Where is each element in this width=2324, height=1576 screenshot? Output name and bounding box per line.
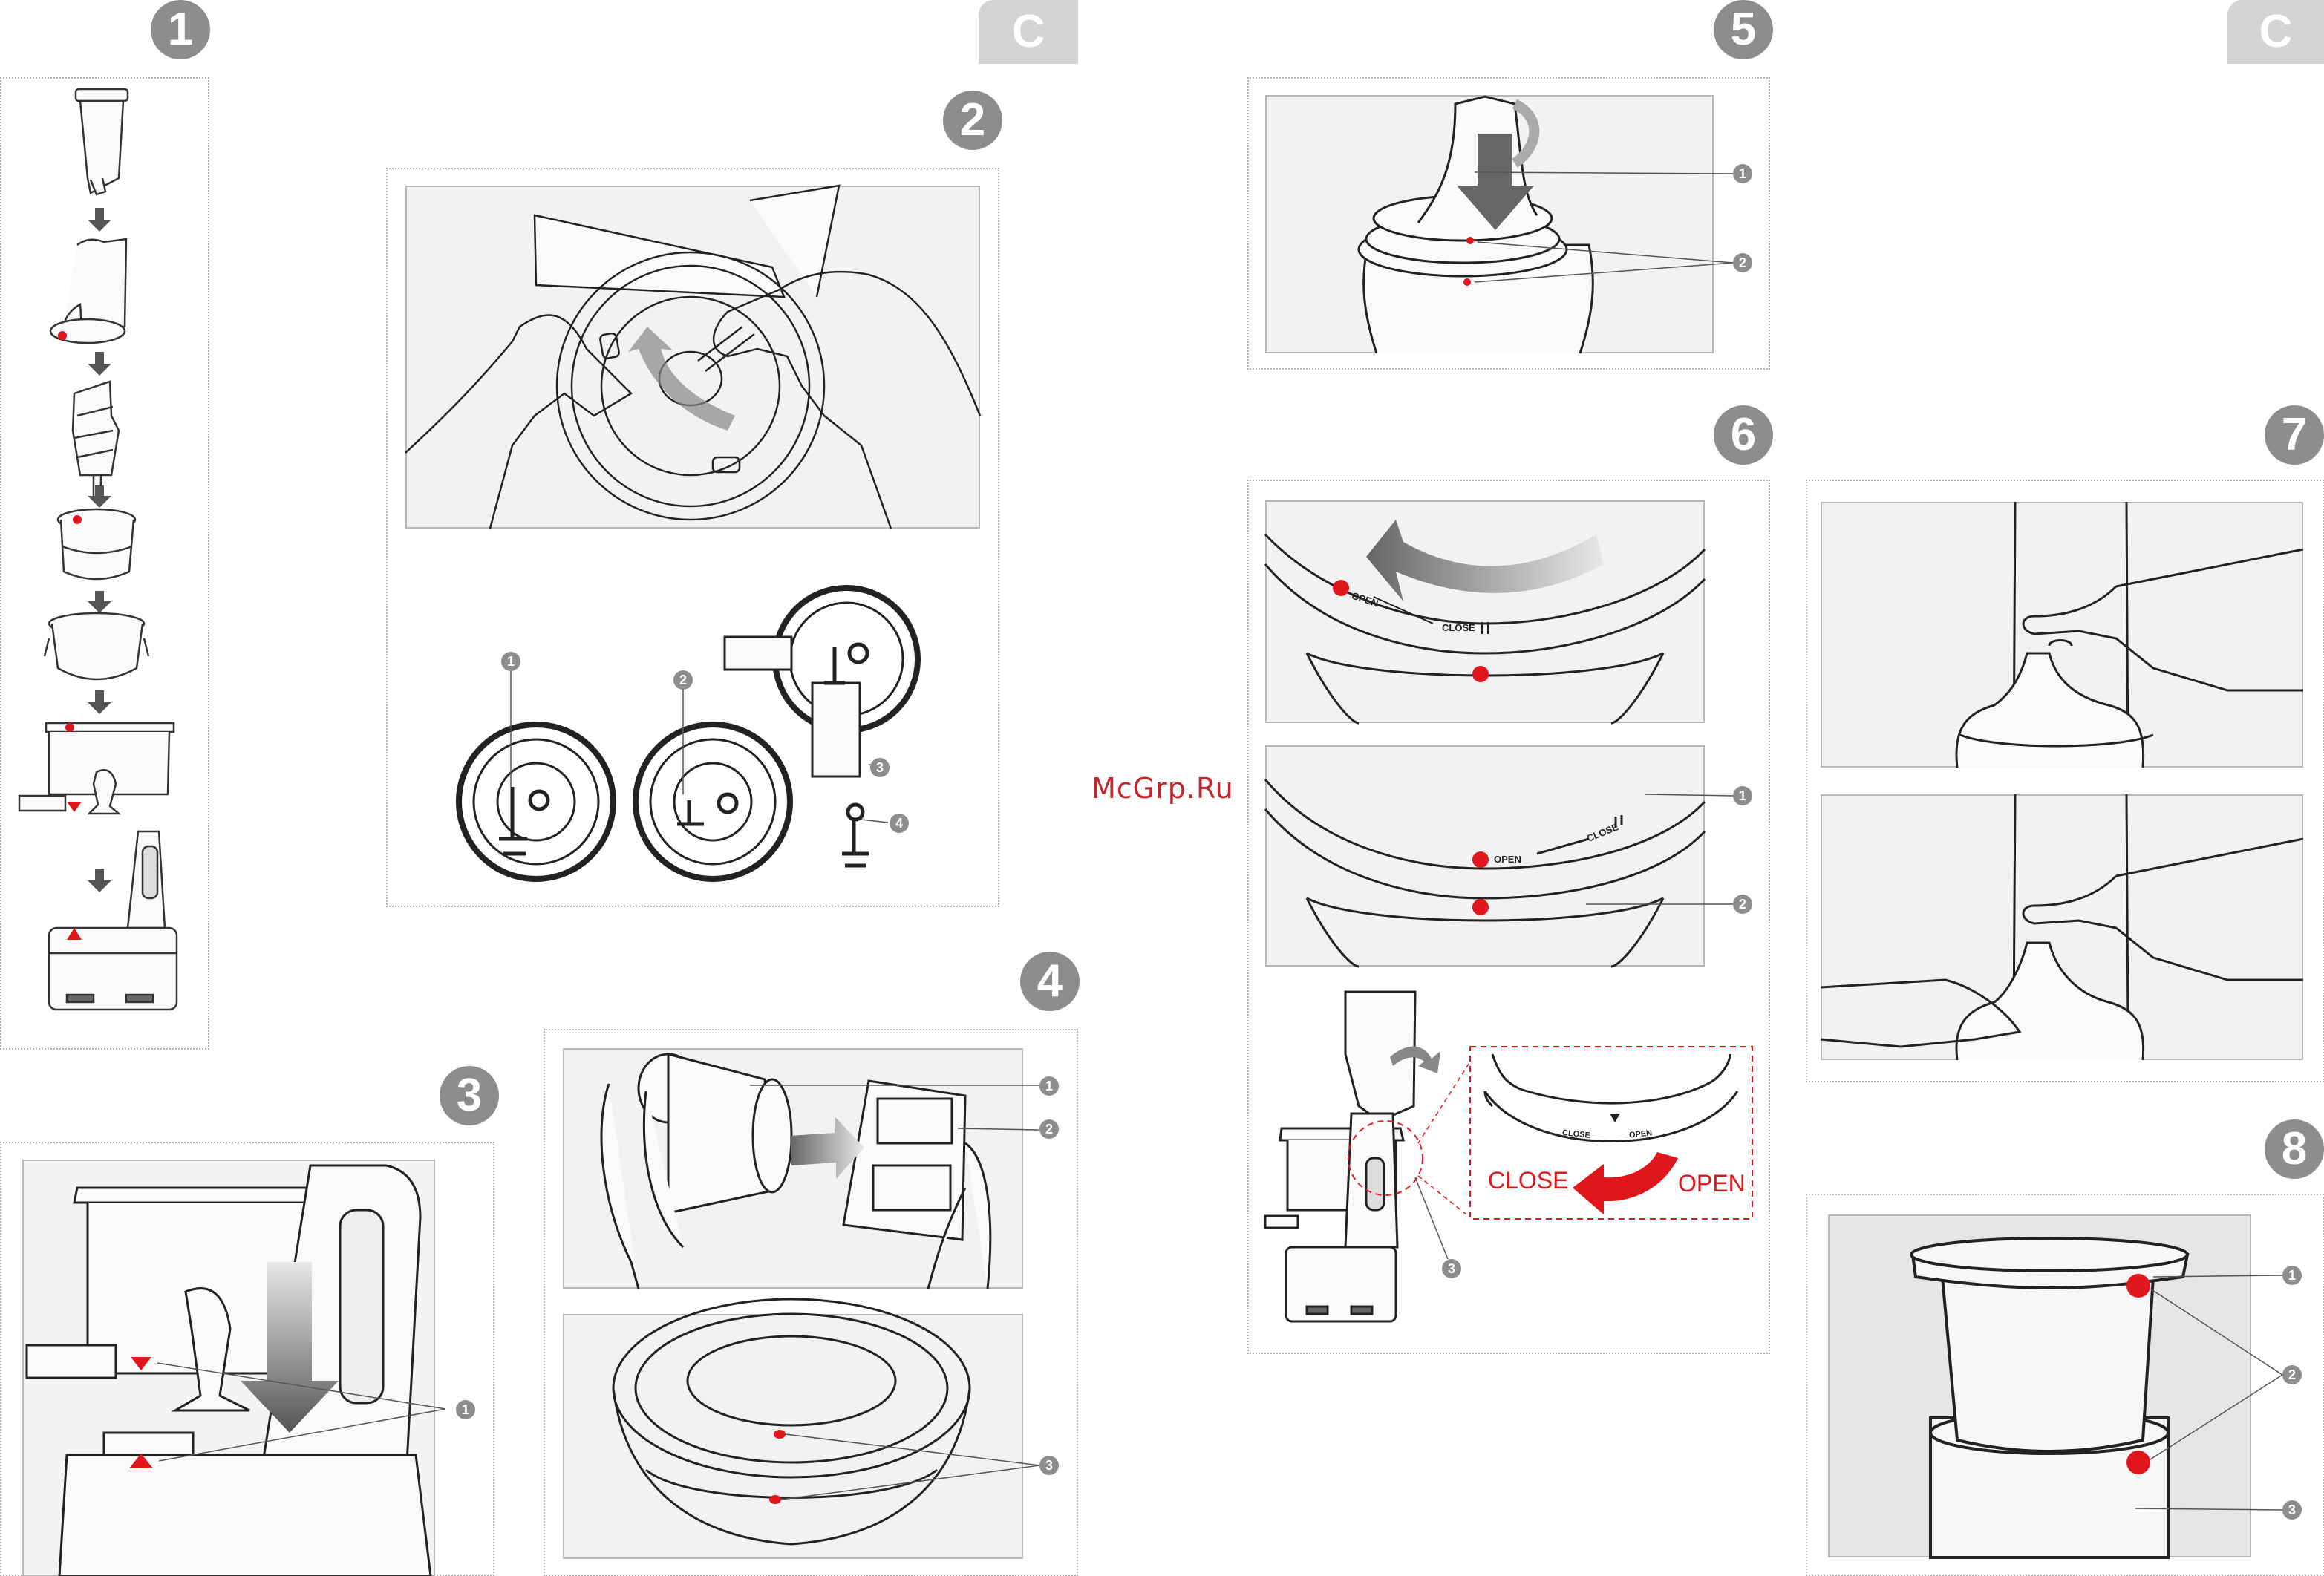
step-3-juicer <box>27 1165 431 1576</box>
step-8-callout-1: 1 <box>2282 1266 2302 1285</box>
step-2-callout-2: 2 <box>673 670 693 690</box>
step-3-callout-1: 1 <box>456 1400 475 1419</box>
step-2-lid-hands <box>405 186 980 529</box>
step-4-bowl <box>613 1299 970 1544</box>
step-6-dial <box>1485 1054 1737 1142</box>
step-4-strainer <box>601 1054 990 1289</box>
step-6-callout-2: 2 <box>1733 895 1752 914</box>
step-4-callout-2: 2 <box>1039 1119 1059 1139</box>
step-6-callout-3: 3 <box>1442 1259 1461 1278</box>
step-6-middle-bowl <box>1265 779 1705 967</box>
step-6-red-rotate-arrow <box>1573 1152 1678 1214</box>
step-5-callout-1: 1 <box>1733 164 1752 183</box>
step-4-callout-1: 1 <box>1039 1076 1059 1096</box>
step-6-top-bowl <box>1265 534 1705 723</box>
step-6-rotate-arrow-top <box>1366 520 1604 601</box>
step-6-open-label: OPEN <box>1678 1170 1746 1197</box>
step-7-bottom <box>1821 794 2303 1060</box>
step-2-callout-3: 3 <box>870 758 890 777</box>
step-4-red-markers <box>769 1430 786 1504</box>
step-4-callout-3: 3 <box>1039 1456 1059 1475</box>
watermark: McGrp.Ru <box>1091 772 1234 805</box>
step-6-middle-red <box>1472 851 1489 915</box>
step-6-middle-leader-lines <box>1586 794 1733 904</box>
step-8-callout-2: 2 <box>2282 1365 2302 1384</box>
step-8-callout-3: 3 <box>2282 1500 2302 1520</box>
step-5-bowl <box>1359 97 1593 353</box>
step-6-close-label: CLOSE <box>1488 1167 1568 1194</box>
step-6-middle-open-label: OPEN <box>1494 854 1521 865</box>
step-5-callout-2: 2 <box>1733 253 1752 272</box>
step-7-top <box>1956 502 2303 768</box>
step-6-callout-1: 1 <box>1733 786 1752 805</box>
step-2-callout-4: 4 <box>890 814 909 833</box>
step-2-discs <box>459 588 918 879</box>
step-2-rotate-arrow <box>628 327 735 431</box>
step-2-callout-1: 1 <box>501 652 520 671</box>
step-6-juicer <box>1265 992 1415 1321</box>
step-6-top-close-label: CLOSE <box>1442 622 1475 633</box>
